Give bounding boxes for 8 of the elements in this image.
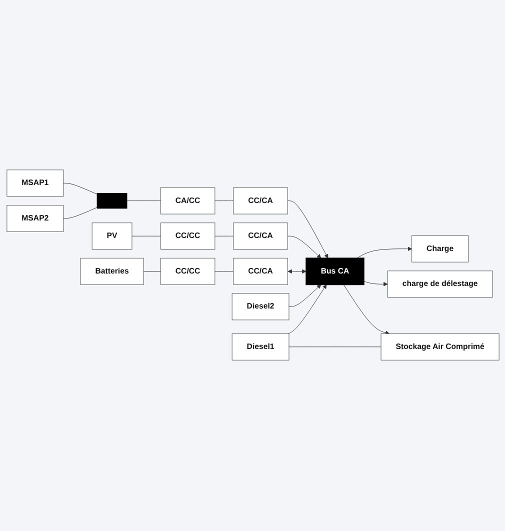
connector <box>62 208 98 220</box>
connector <box>131 236 160 237</box>
node-bar <box>96 193 127 210</box>
connector <box>214 201 234 202</box>
connector <box>214 236 234 237</box>
connector <box>62 183 98 196</box>
connector <box>288 347 381 348</box>
connector <box>126 201 160 202</box>
